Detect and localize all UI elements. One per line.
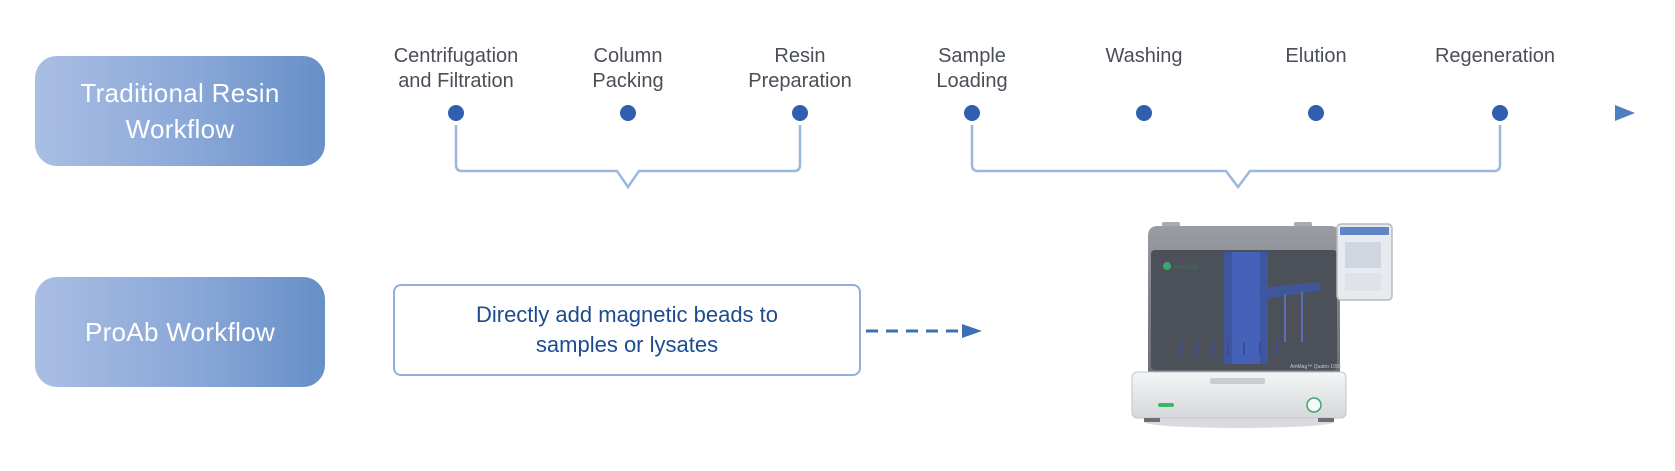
step-label-washing: Washing [1105, 45, 1183, 67]
step-label-centrifugation: Centrifugation and Filtration [393, 45, 519, 92]
step-node-washing [1136, 105, 1152, 121]
proab-workflow-box: ProAb Workflow [35, 277, 325, 387]
proab-arrowhead [962, 324, 982, 338]
proab-workflow-title: ProAb Workflow [84, 317, 276, 347]
step-label-sample-loading: Sample Loading [936, 45, 1008, 92]
magnetic-bead-instrument: AmMag AmMag™ Quatro 1000 [1131, 222, 1393, 428]
device-screen-brand: AmMag [1174, 264, 1198, 271]
step-label-column-packing: Column Packing [592, 45, 664, 92]
step-node-column-packing [620, 105, 636, 121]
proab-direct-add-box: Directly add magnetic beads to samples o… [393, 284, 861, 376]
timeline-arrowhead [1615, 105, 1635, 121]
step-node-sample-loading [964, 105, 980, 121]
bracket-processing-group [970, 125, 1502, 190]
step-label-regeneration: Regeneration [1434, 45, 1556, 67]
step-label-elution: Elution [1285, 45, 1347, 67]
step-node-regeneration [1492, 105, 1508, 121]
device-front-label: AmMag™ Quatro 1000 [1290, 364, 1342, 370]
step-node-elution [1308, 105, 1324, 121]
bracket-preparation-group [454, 125, 802, 190]
step-node-resin-preparation [792, 105, 808, 121]
step-label-resin-preparation: Resin Preparation [748, 45, 852, 92]
traditional-workflow-title: Traditional Resin Workflow [80, 78, 280, 144]
proab-step-text: Directly add magnetic beads to samples o… [475, 302, 779, 357]
step-node-centrifugation [448, 105, 464, 121]
traditional-workflow-box: Traditional Resin Workflow [35, 56, 325, 166]
